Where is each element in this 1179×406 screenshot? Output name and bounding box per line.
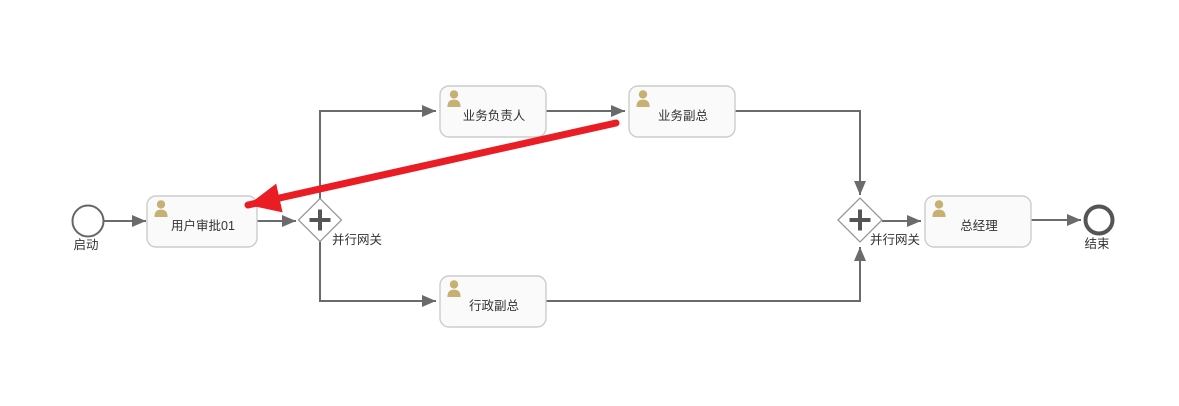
task-general-manager-box[interactable] (924, 195, 1032, 248)
gateway-parallel-join[interactable]: 并行网关 (837, 197, 920, 247)
gateway-split-label: 并行网关 (332, 233, 382, 247)
plus-icon (309, 209, 331, 231)
task-user-approval-box[interactable] (146, 195, 258, 248)
task-admin-vp[interactable]: 行政副总 (439, 275, 547, 328)
start-event-label: 启动 (73, 238, 98, 252)
task-general-manager[interactable]: 总经理 (924, 195, 1032, 248)
task-user-approval-label: 用户审批01 (171, 218, 235, 233)
gateway-join-label: 并行网关 (870, 233, 920, 247)
end-event[interactable]: 结束 (1083, 204, 1115, 252)
flow-split-gateway-to-admin-vp (319, 241, 436, 307)
start-event[interactable]: 启动 (71, 204, 105, 253)
flow-admin-vp-to-join-gateway (546, 247, 866, 302)
start-event-circle[interactable] (71, 204, 105, 238)
plus-icon (849, 209, 871, 231)
task-user-approval[interactable]: 用户审批01 (146, 195, 258, 248)
end-event-circle[interactable] (1083, 204, 1115, 236)
red-annotation-arrow (244, 119, 620, 213)
end-event-label: 结束 (1084, 237, 1110, 251)
task-business-leader-box[interactable] (439, 85, 547, 138)
flow-business-vp-to-join-gateway (735, 110, 866, 195)
task-business-leader[interactable]: 业务负责人 (439, 85, 547, 138)
task-business-vp[interactable]: 业务副总 (628, 85, 736, 138)
task-general-manager-label: 总经理 (960, 219, 998, 233)
task-business-leader-label: 业务负责人 (463, 108, 526, 123)
flow-split-gateway-to-business-leader (319, 105, 436, 199)
gateway-parallel-split[interactable]: 并行网关 (297, 197, 383, 248)
task-business-vp-box[interactable] (628, 85, 736, 138)
task-admin-vp-box[interactable] (439, 275, 547, 328)
task-admin-vp-label: 行政副总 (469, 298, 519, 313)
task-business-vp-label: 业务副总 (658, 108, 708, 123)
